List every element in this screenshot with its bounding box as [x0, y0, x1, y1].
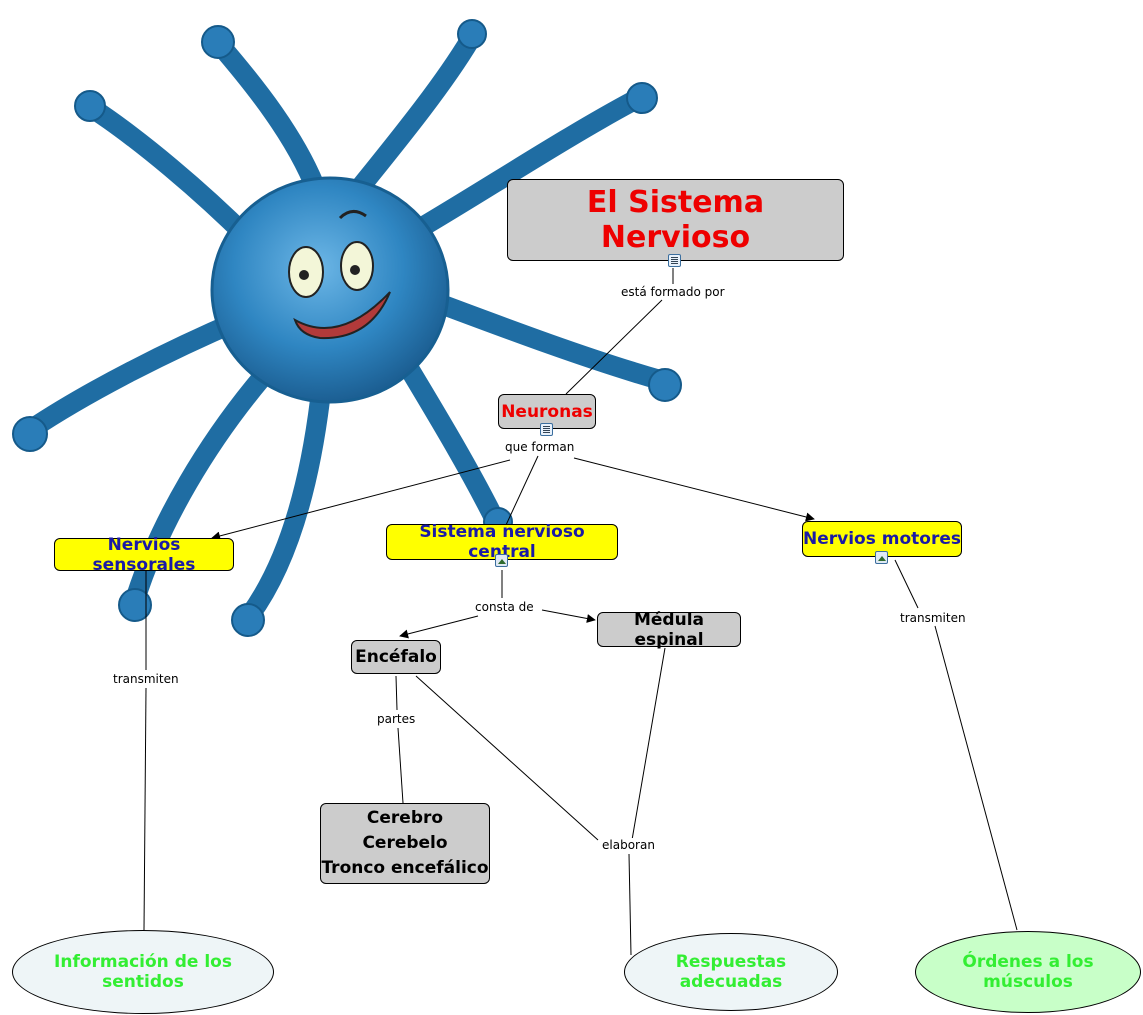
- document-resource-icon[interactable]: [540, 423, 553, 436]
- title-node[interactable]: El Sistema Nervioso: [507, 179, 844, 261]
- image-resource-icon[interactable]: [495, 554, 508, 567]
- snc-text: Sistema nervioso central: [419, 522, 585, 562]
- medula-text: Médula espinal: [633, 609, 705, 650]
- respuestas-text: Respuestas adecuadas: [675, 952, 787, 992]
- document-resource-icon[interactable]: [668, 254, 681, 267]
- respuestas-node[interactable]: Respuestas adecuadas: [624, 933, 838, 1011]
- title-text: El Sistema Nervioso: [586, 185, 765, 255]
- medula-node[interactable]: Médula espinal: [597, 609, 741, 650]
- link-label-que-forman: que forman: [503, 440, 577, 454]
- link-label-partes: partes: [375, 712, 418, 726]
- image-resource-icon[interactable]: [875, 551, 888, 564]
- ordenes-text: Órdenes a los músculos: [962, 952, 1094, 992]
- encefalo-text: Encéfalo: [355, 647, 437, 667]
- neuronas-text: Neuronas: [501, 401, 593, 422]
- partes-line-3: Tronco encefálico: [321, 858, 489, 878]
- partes-line-2: Cerebelo: [362, 833, 448, 853]
- link-label-transmiten-left: transmiten: [111, 672, 181, 686]
- ordenes-node[interactable]: Órdenes a los músculos: [915, 931, 1141, 1013]
- nervios-sensorales-text: Nervios sensorales: [92, 534, 196, 575]
- partes-line-1: Cerebro: [366, 808, 444, 828]
- encefalo-node[interactable]: Encéfalo: [351, 640, 441, 674]
- link-label-elaboran: elaboran: [600, 838, 657, 852]
- nervios-motores-text: Nervios motores: [803, 529, 961, 549]
- link-label-esta-formado-por: está formado por: [619, 285, 727, 299]
- nervios-sensorales-node[interactable]: Nervios sensorales: [54, 535, 234, 575]
- link-label-consta-de: consta de: [473, 600, 536, 614]
- partes-encefalo-node[interactable]: Cerebro Cerebelo Tronco encefálico: [320, 803, 490, 884]
- info-sentidos-node[interactable]: Información de los sentidos: [12, 930, 274, 1014]
- info-sentidos-text: Información de los sentidos: [54, 952, 232, 992]
- neuron-illustration: [12, 19, 682, 637]
- link-label-transmiten-right: transmiten: [898, 611, 968, 625]
